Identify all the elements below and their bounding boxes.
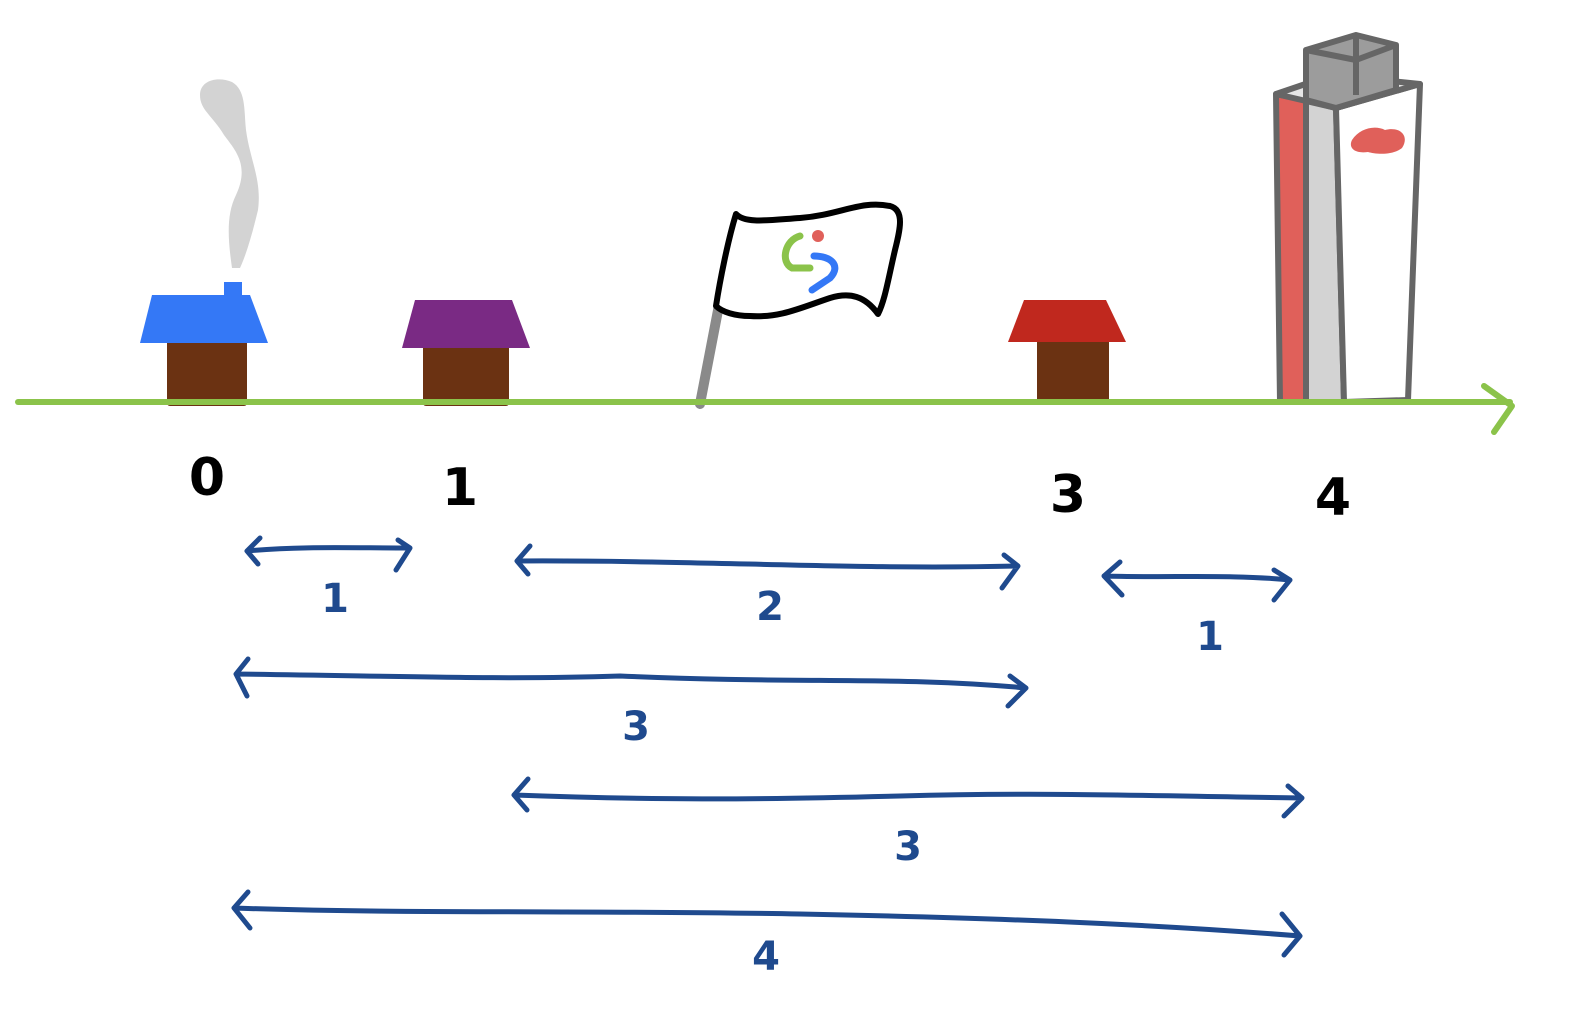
distance-label: 2 <box>756 584 784 630</box>
blue-house <box>140 282 268 406</box>
distance-label: 1 <box>321 576 349 622</box>
distance-arrow-1-3: 2 <box>514 543 1021 630</box>
distance-label: 3 <box>894 824 922 870</box>
tick-label-3: 3 <box>1050 465 1086 525</box>
purple-house <box>402 300 530 406</box>
chimney-smoke <box>200 79 259 268</box>
distance-arrow-0-1: 1 <box>244 535 413 622</box>
distance-label: 1 <box>1196 614 1224 660</box>
distance-arrow-0-4: 4 <box>231 889 1303 980</box>
distance-label: 3 <box>622 704 650 750</box>
flag <box>695 201 903 409</box>
number-line-axis <box>15 383 1515 435</box>
tower <box>1273 32 1423 405</box>
distance-arrow-3-4: 1 <box>1101 559 1293 660</box>
tick-label-1: 1 <box>442 458 478 518</box>
tick-label-4: 4 <box>1315 468 1351 528</box>
flag-logo-icon <box>781 230 839 294</box>
distance-arrow-1-4: 3 <box>511 776 1305 870</box>
tower-sign <box>1350 127 1405 154</box>
tick-label-0: 0 <box>189 448 225 508</box>
distance-arrow-0-3: 3 <box>233 656 1029 750</box>
red-house <box>1008 300 1126 402</box>
distance-label: 4 <box>752 934 780 980</box>
